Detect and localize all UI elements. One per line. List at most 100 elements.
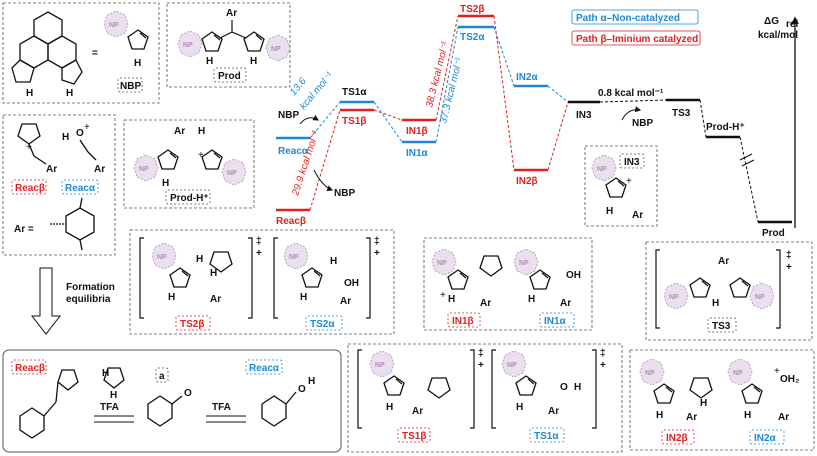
prod-nh-left: H — [206, 56, 213, 67]
ts2b-nh: H — [168, 292, 175, 303]
ts1b-dagger: ‡ — [478, 348, 484, 359]
in1a-label: IN1α — [544, 316, 567, 327]
ts2a-oh: OH — [344, 278, 359, 289]
ts3-plus: + — [786, 262, 792, 273]
np-badge: NP — [227, 170, 237, 177]
equilibria-box: Reacβ H H a O Reacα O H TFA TFA — [2, 349, 342, 453]
label-in3: IN3 — [576, 110, 592, 121]
np-badge: NP — [669, 294, 679, 301]
label-ts2-alpha: TS2α — [460, 32, 485, 43]
in1b-nh: H — [448, 294, 455, 305]
in2b-h: H — [700, 398, 707, 409]
np-badge: NP — [139, 166, 149, 173]
in2a-plus: + — [774, 366, 780, 377]
ar-definition: Ar = — [14, 224, 34, 235]
np-badge: NP — [507, 362, 517, 369]
prodh-ar: Ar — [174, 126, 185, 137]
ts1b-ar: Ar — [412, 406, 423, 417]
in2b-ar: Ar — [686, 412, 697, 423]
ts2b-ar: Ar — [210, 294, 221, 305]
axis-unit: kcal/mol — [758, 30, 798, 41]
label-nbp-low: NBP — [334, 188, 355, 199]
nbp-label: NBP — [120, 81, 141, 92]
formation-label: Formation — [66, 282, 115, 293]
prodh-h: H — [198, 126, 205, 137]
eq-reac-beta: Reacβ — [15, 363, 45, 374]
reac-alpha-ar: Ar — [94, 164, 105, 175]
ts3-h: H — [712, 298, 719, 309]
pyrrolidine-h: H — [110, 390, 117, 401]
ts2b-h2: H — [210, 268, 217, 279]
ts2a-label: TS2α — [310, 319, 335, 330]
np-badge: NP — [519, 260, 529, 267]
label-nbp-mid: NBP — [632, 118, 653, 129]
ts1b-plus: + — [478, 360, 484, 371]
label-in2-beta: IN2β — [516, 176, 538, 187]
equilibria-label: equilibria — [66, 294, 111, 305]
label-ts1-beta: TS1β — [342, 116, 366, 127]
nbp-h: H — [134, 58, 141, 69]
ts2a-plus: + — [374, 248, 380, 259]
in1b-ar: Ar — [480, 298, 491, 309]
prod-label: Prod — [218, 71, 241, 82]
in2a-oh2: OH₂ — [780, 374, 799, 385]
reac-alpha-h2: H — [308, 376, 315, 387]
label-ts2-beta: TS2β — [460, 4, 484, 15]
in3-nh: H — [606, 206, 613, 217]
ts2a-dagger: ‡ — [374, 236, 380, 247]
ts2a-h: H — [330, 256, 337, 267]
barrier-1-unit: kcal mol⁻¹ — [298, 70, 336, 112]
in2a-label: IN2α — [754, 433, 777, 444]
axis-sub: rel — [786, 19, 798, 30]
ts2a-nh: H — [300, 292, 307, 303]
np-badge: NP — [157, 254, 167, 261]
tfa-2: TFA — [212, 402, 231, 413]
in3-label: IN3 — [624, 157, 640, 168]
ts2b-label: TS2β — [180, 319, 204, 330]
ts2-box: NP H H H Ar ‡ + TS2β NP H OH H Ar ‡ + TS… — [129, 229, 395, 335]
reac-beta-label: Reacβ — [15, 183, 45, 194]
np-badge: NP — [597, 166, 607, 173]
energy-profile: ΔG rel kcal/mol Path α–Non-catalyzed Pat… — [276, 4, 799, 239]
nbp-nh-left: H — [26, 88, 33, 99]
ts1b-label: TS1β — [402, 431, 426, 442]
np-badge: NP — [645, 370, 655, 377]
legend-alpha: Path α–Non-catalyzed — [576, 13, 680, 24]
ts1a-plus: + — [600, 360, 606, 371]
np-badge: NP — [271, 46, 281, 53]
label-ts1-alpha: TS1α — [342, 87, 367, 98]
reac-alpha-o: O — [76, 128, 84, 139]
in1a-oh: OH — [566, 270, 581, 281]
reactants-box: + Ar H O + Ar Reacβ Reacα Ar = — [2, 114, 116, 256]
ts1a-ar: Ar — [548, 406, 559, 417]
n-plus: + — [26, 142, 32, 153]
prodh-nh: H — [162, 178, 169, 189]
barrier-5: 0.8 kcal mol⁻¹ — [598, 88, 664, 99]
in2b-nh: H — [656, 410, 663, 421]
axis-label: ΔG — [764, 16, 779, 27]
ts1-box: NP H Ar ‡ + TS1β NP O H H Ar ‡ + TS1α — [347, 343, 623, 453]
ts2b-plus: + — [256, 248, 262, 259]
label-ts3: TS3 — [672, 108, 691, 119]
label-in2-alpha: IN2α — [516, 72, 539, 83]
in1a-nh: H — [528, 294, 535, 305]
np-badge: NP — [733, 370, 743, 377]
ts2b-h1: H — [196, 254, 203, 265]
in1-box: NP H + Ar IN1β NP OH H Ar IN1α — [423, 237, 593, 331]
in1a-ar: Ar — [560, 298, 571, 309]
a-o: O — [184, 388, 192, 399]
label-reac-beta: Reacβ — [276, 216, 306, 227]
reac-beta-ar: Ar — [46, 164, 57, 175]
prod-ar: Ar — [226, 8, 237, 19]
formation-arrow: Formation equilibria — [30, 267, 115, 335]
ts1a-h: H — [574, 382, 581, 393]
label-in1-alpha: IN1α — [406, 148, 429, 159]
in3-plus: + — [626, 176, 632, 187]
np-badge: NP — [755, 294, 765, 301]
ts3-label: TS3 — [712, 321, 731, 332]
np-badge: NP — [375, 362, 385, 369]
np-badge: NP — [437, 260, 447, 267]
prodh-label: Prod-H⁺ — [170, 193, 209, 204]
equals-sign: = — [92, 48, 98, 59]
ts2a-ar: Ar — [340, 296, 351, 307]
